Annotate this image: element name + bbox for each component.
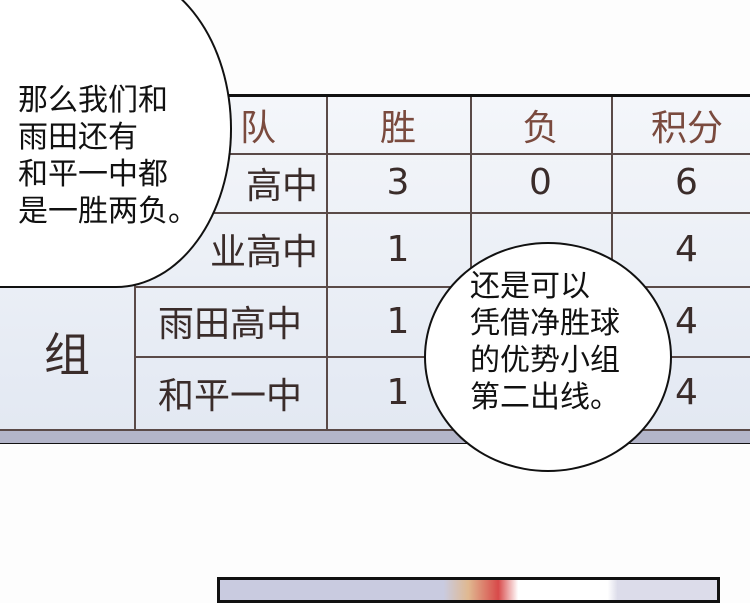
divider xyxy=(134,153,750,155)
team-name: 雨田高中 xyxy=(157,304,302,345)
points-value: 6 xyxy=(675,162,698,203)
divider xyxy=(134,286,750,288)
wins-value: 1 xyxy=(386,228,410,270)
speech-text-left: 那么我们和 雨田还有 和平一中都 是一胜两负。 xyxy=(18,83,198,229)
team-name: 业高中 xyxy=(209,232,318,273)
team-name: 高中 xyxy=(245,165,318,207)
header-team: 队 xyxy=(239,108,276,149)
speech-bubble-left xyxy=(0,0,232,288)
wins-value: 1 xyxy=(386,372,410,413)
header-losses: 负 xyxy=(522,108,559,149)
speech-bubble-right xyxy=(424,242,672,472)
divider xyxy=(470,97,472,429)
header-points: 积分 xyxy=(651,108,724,149)
points-value: 4 xyxy=(675,228,698,270)
group-label: 组 xyxy=(44,328,90,382)
next-panel-edge xyxy=(217,577,720,603)
wins-value: 1 xyxy=(386,300,410,342)
header-wins: 胜 xyxy=(379,108,416,149)
speech-text-right: 还是可以 凭借净胜球 的优势小组 第二出线。 xyxy=(470,269,620,415)
divider xyxy=(134,212,750,214)
points-value: 4 xyxy=(675,372,698,413)
wins-value: 3 xyxy=(386,162,410,203)
losses-value: 0 xyxy=(529,162,552,203)
points-value: 4 xyxy=(675,300,698,342)
divider xyxy=(326,97,328,429)
team-name: 和平一中 xyxy=(157,375,302,417)
